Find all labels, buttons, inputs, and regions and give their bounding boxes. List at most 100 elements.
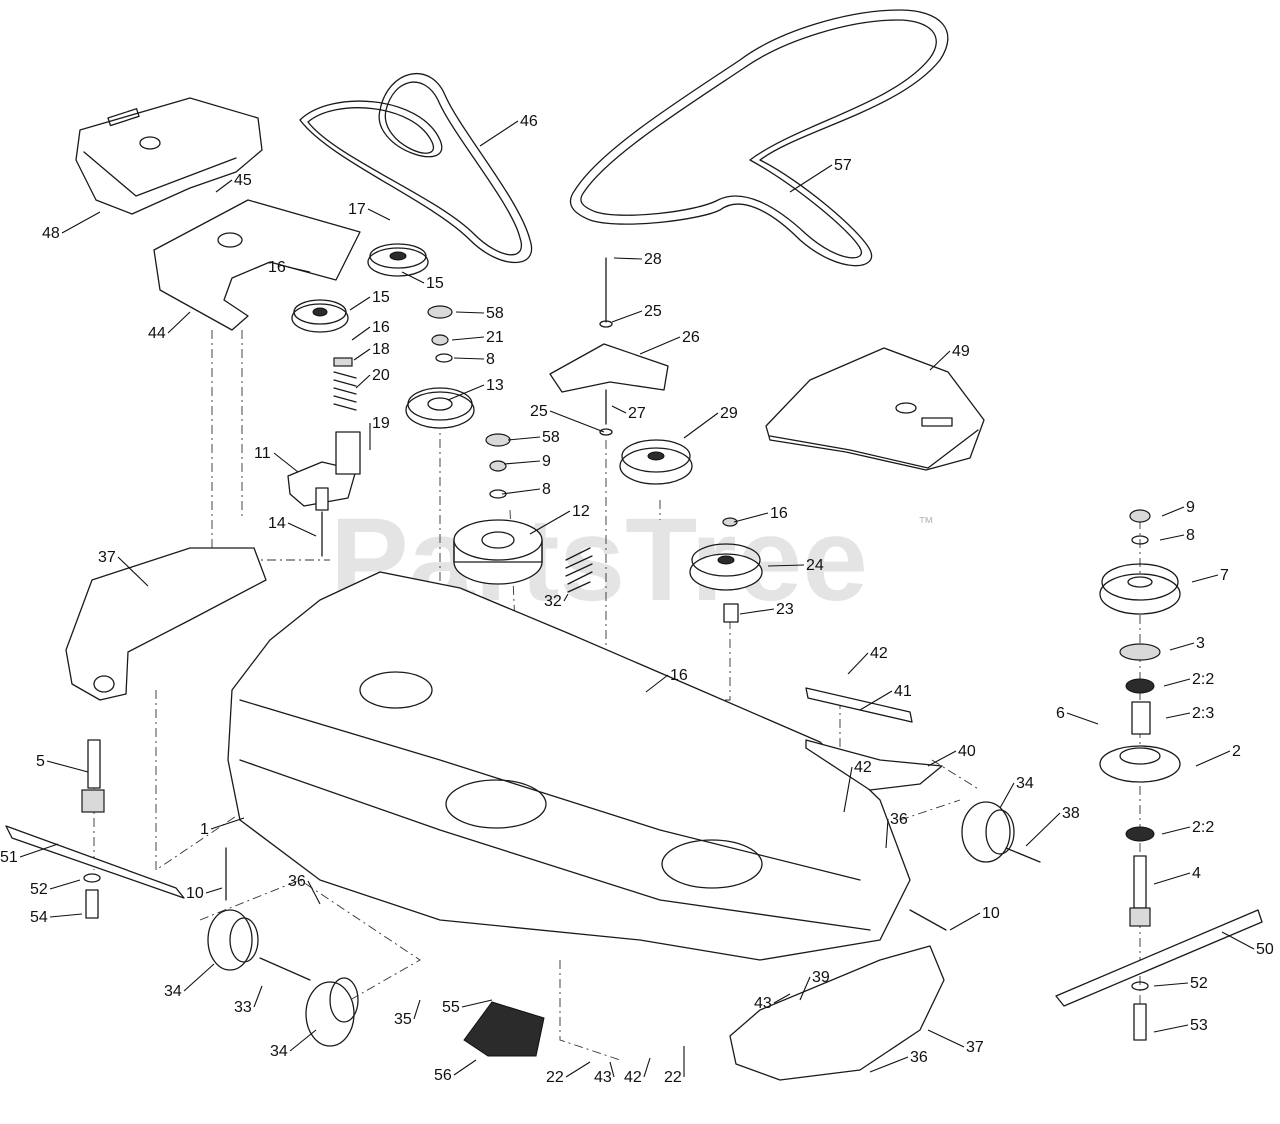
callout-42: 42 — [843, 759, 872, 813]
callout-label: 48 — [42, 225, 60, 242]
callout-55: 55 — [442, 999, 493, 1016]
pulley-12 — [453, 519, 543, 585]
deck-shell-1 — [227, 571, 911, 961]
callout-leader — [1153, 982, 1189, 987]
callout-leader — [999, 782, 1015, 809]
callout-label: 37 — [966, 1039, 984, 1056]
callout-leader — [789, 164, 833, 193]
callout-leader — [367, 208, 391, 221]
callout-43: 43 — [754, 993, 791, 1012]
callout-32: 32 — [544, 593, 569, 610]
belt-57 — [569, 9, 949, 267]
callout-11: 11 — [254, 445, 299, 473]
callout-leader — [1165, 712, 1191, 719]
callout-label: 36 — [910, 1049, 928, 1066]
callout-17: 17 — [348, 201, 391, 221]
callout-label: 23 — [776, 601, 794, 618]
blade-50 — [1055, 909, 1263, 1007]
callout-leader — [215, 179, 233, 193]
callout-4: 4 — [1153, 865, 1201, 885]
callout-label: 17 — [348, 201, 366, 218]
callout-label: 38 — [1062, 805, 1080, 822]
callout-leader — [461, 999, 493, 1008]
bolt-10-right — [909, 909, 947, 931]
callout-label: 41 — [894, 683, 912, 700]
callout-leader — [479, 120, 519, 147]
callout-leader — [859, 690, 893, 711]
callout-label: 15 — [372, 289, 390, 306]
callout-leader — [1066, 712, 1099, 725]
callout-label: 32 — [544, 593, 562, 610]
callout-label: 8 — [542, 481, 551, 498]
callout-44: 44 — [148, 311, 191, 342]
callout-leader — [453, 357, 485, 360]
callout-38: 38 — [1025, 805, 1080, 847]
callout-label: 1 — [200, 821, 209, 838]
callout-label: 35 — [394, 1011, 412, 1028]
callout-leader — [609, 1061, 615, 1078]
pulley-15-upper — [367, 243, 429, 277]
callout-label: 37 — [98, 549, 116, 566]
callout-label: 42 — [854, 759, 872, 776]
callout-leader — [1191, 574, 1219, 583]
callout-leader — [210, 817, 245, 830]
deck-cover-48 — [75, 97, 263, 215]
callout-6: 6 — [1056, 705, 1099, 725]
callout-leader — [1221, 931, 1255, 950]
callout-leader — [611, 405, 627, 414]
callout-label: 2 — [1232, 743, 1241, 760]
callout-label: 13 — [486, 377, 504, 394]
callout-leader — [773, 993, 791, 1004]
callout-48: 48 — [42, 211, 101, 242]
callout-leader — [639, 336, 681, 355]
callout-label: 25 — [644, 303, 662, 320]
callout-label: 22 — [546, 1069, 564, 1086]
callout-16: 16 — [645, 667, 688, 693]
baffle-40 — [805, 739, 943, 791]
callout-43: 43 — [594, 1061, 615, 1086]
callout-25: 25 — [530, 403, 605, 433]
callout-58: 58 — [455, 305, 504, 322]
callout-label: 44 — [148, 325, 166, 342]
callout-45: 45 — [215, 172, 252, 193]
callout-16: 16 — [733, 505, 788, 523]
callout-36: 36 — [885, 811, 908, 849]
callout-13: 13 — [447, 377, 504, 401]
callout-leader — [1161, 506, 1185, 517]
callout-5: 5 — [36, 753, 89, 773]
callout-34: 34 — [164, 963, 215, 1000]
callout-2-3: 2:3 — [1165, 705, 1214, 722]
callout-leader — [927, 750, 957, 767]
callout-leader — [885, 818, 889, 849]
callout-label: 46 — [520, 113, 538, 130]
callout-leader — [355, 374, 371, 389]
callout-leader — [1153, 872, 1191, 885]
callout-label: 16 — [372, 319, 390, 336]
callout-36: 36 — [869, 1049, 928, 1073]
callout-leader — [205, 887, 223, 894]
callout-28: 28 — [613, 251, 662, 268]
pulley-15-lower — [291, 299, 349, 333]
callout-label: 4 — [1192, 865, 1201, 882]
callout-leader — [645, 674, 669, 693]
callout-51: 51 — [0, 843, 59, 866]
callout-25: 25 — [611, 303, 662, 323]
callout-leader — [1159, 534, 1185, 541]
callout-label: 8 — [486, 351, 495, 368]
slide-plate-56 — [463, 1001, 545, 1057]
callout-label: 3 — [1196, 635, 1205, 652]
callout-leader — [611, 310, 643, 323]
callout-leader — [183, 963, 215, 992]
callout-label: 6 — [1056, 705, 1065, 722]
callout-19: 19 — [369, 415, 390, 450]
bumper-37-left — [65, 547, 267, 701]
callout-57: 57 — [789, 157, 852, 193]
callout-leader — [167, 311, 191, 334]
callout-label: 55 — [442, 999, 460, 1016]
callout-label: 43 — [594, 1069, 612, 1086]
callout-8: 8 — [1159, 527, 1195, 544]
callout-label: 7 — [1220, 567, 1229, 584]
callout-leader — [61, 211, 101, 234]
bracket-44 — [153, 199, 361, 331]
